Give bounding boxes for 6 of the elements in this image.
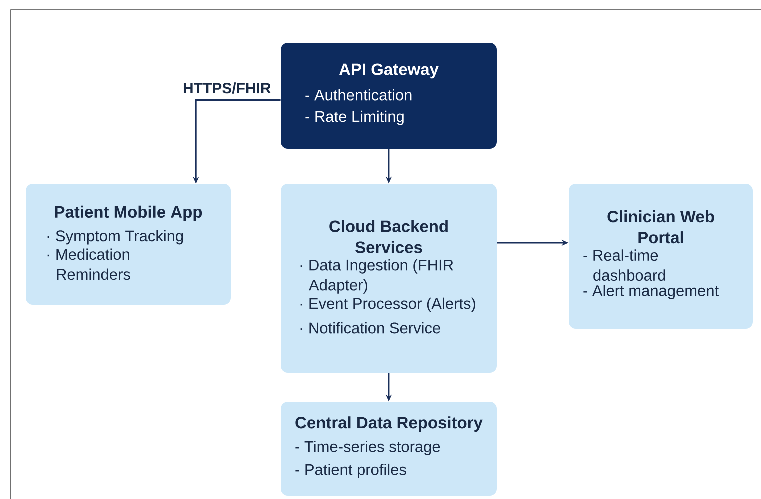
- service-box: Clinician Web Portal - Real-time dashboard - Alert management: [569, 184, 753, 329]
- service-box: Patient Mobile App · Symptom Tracking · Medication Reminders: [26, 184, 231, 305]
- service-box: Central Data Repository - Time-series storage - Patient profiles: [281, 402, 497, 496]
- service-box: Cloud Backend Services · Data Ingestion (FHIR Adapter) · Event Processor (Alerts) · Notification Service: [281, 184, 497, 373]
- service-box: API Gateway - Authentication - Rate Limiting: [281, 43, 497, 149]
- edge-label: HTTPS/FHIR: [182, 82, 272, 95]
